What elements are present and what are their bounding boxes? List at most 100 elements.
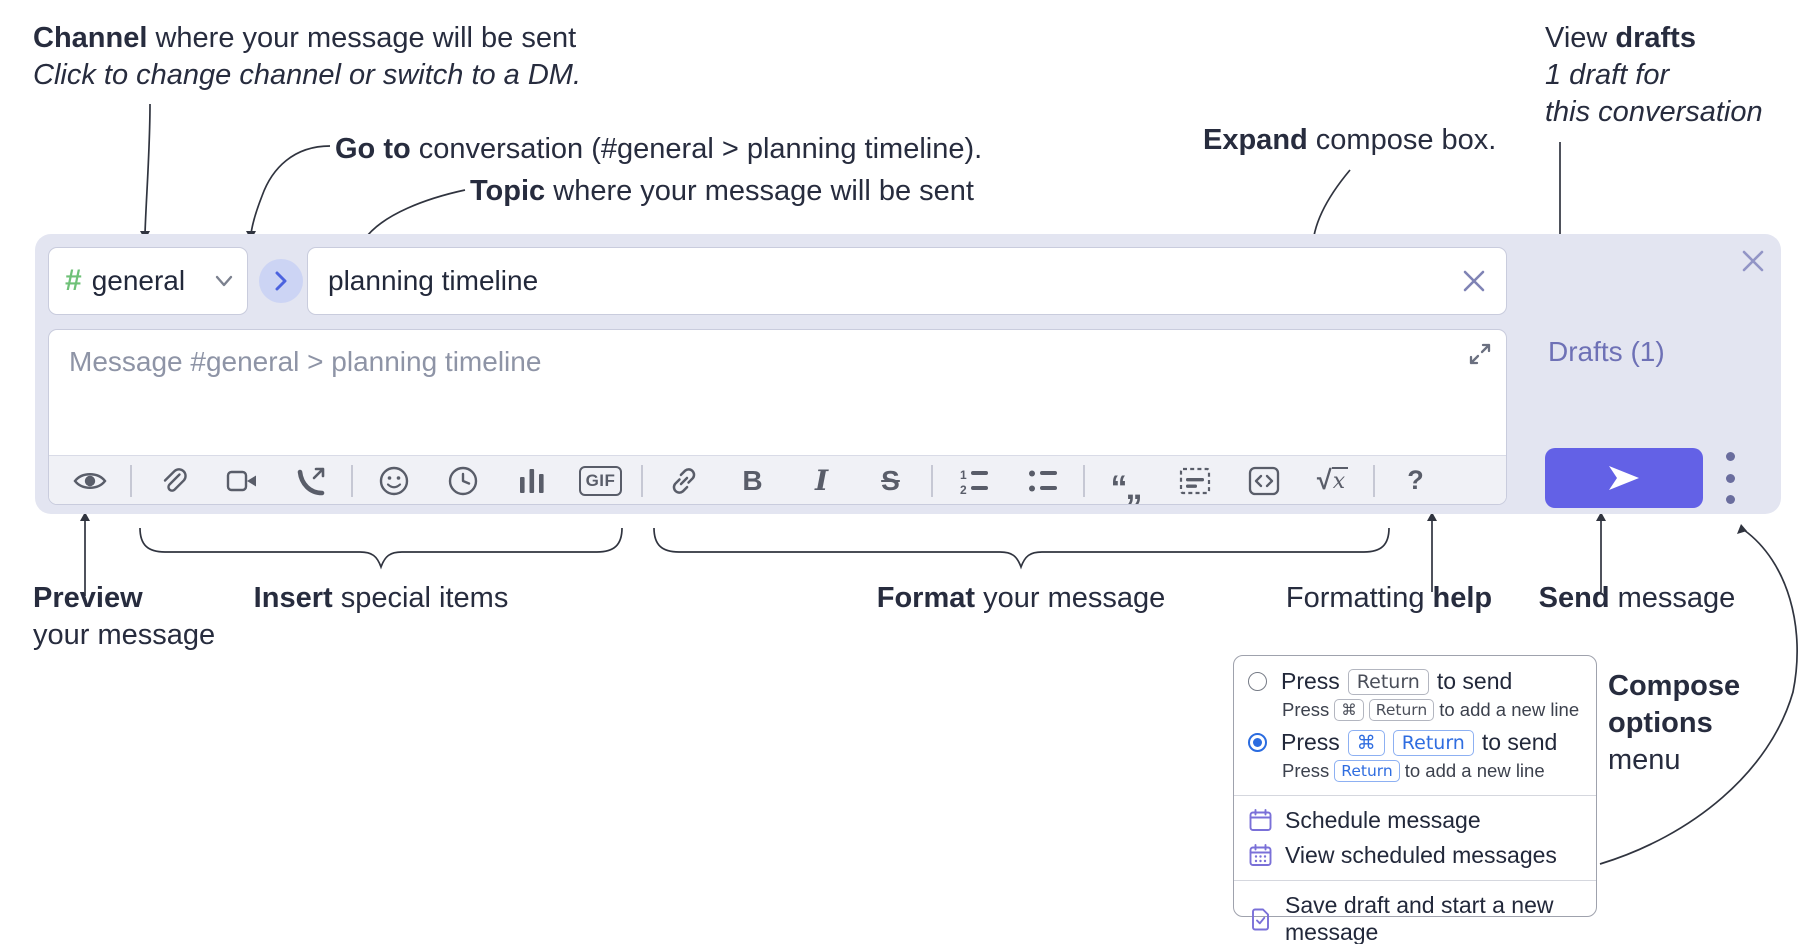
compose-toolbar: GIF B I S [49, 455, 1506, 505]
toolbar-divider [1367, 459, 1381, 503]
send-option-cmd-enter-hint: Press Return to add a new line [1282, 760, 1545, 782]
channel-selector[interactable]: # general [48, 247, 248, 315]
code-icon [1248, 466, 1279, 495]
view-scheduled-messages-item[interactable]: View scheduled messages [1234, 838, 1596, 873]
toolbar-divider [925, 459, 939, 503]
math-icon: √ [1316, 465, 1332, 495]
key-cmd: ⌘ [1334, 699, 1364, 721]
clock-icon [448, 466, 477, 495]
topic-input[interactable] [328, 248, 1448, 314]
format-brace [653, 527, 1390, 570]
menu-divider [1234, 880, 1596, 881]
preview-button[interactable] [55, 459, 124, 503]
video-camera-icon [226, 470, 256, 491]
numbered-list-button[interactable]: 1 2 [939, 459, 1008, 503]
italic-button[interactable]: I [787, 459, 856, 503]
topic-arrow-line [363, 189, 466, 241]
strikethrough-button[interactable]: S [856, 459, 925, 503]
topic-input-box [307, 247, 1507, 315]
link-button[interactable] [649, 459, 718, 503]
message-input[interactable] [49, 330, 1449, 436]
calendar-dots-icon [1249, 844, 1272, 866]
dot [1725, 495, 1735, 504]
send-annotation: Send message [1538, 582, 1736, 614]
save-draft-icon [1252, 908, 1269, 930]
drafts-link[interactable]: Drafts (1) [1548, 336, 1665, 367]
add-global-time-button[interactable] [428, 459, 497, 503]
compose-options-annotation: Compose options menu [1608, 670, 1741, 776]
compose-options-menu: Press Return to send Press ⌘ Return to a… [1233, 655, 1597, 944]
topic-annotation: Topic where your message will be sent [470, 175, 974, 207]
strikethrough-icon: S [881, 464, 900, 496]
message-compose-area: GIF B I S [48, 329, 1507, 505]
add-gif-button[interactable]: GIF [566, 459, 635, 503]
send-button[interactable] [1545, 448, 1703, 508]
channel-name: general [91, 265, 186, 296]
preview-annotation: Preview your message [33, 582, 216, 651]
bulleted-list-icon [1028, 470, 1057, 491]
spoiler-icon [1179, 467, 1210, 494]
menu-divider [1234, 795, 1596, 796]
attach-file-button[interactable] [138, 459, 207, 503]
key-return: Return [1368, 699, 1435, 721]
expand-annotation: Expand compose box. [1203, 124, 1497, 156]
quote-icon: “„ [1110, 468, 1143, 505]
compose-options-button[interactable] [1716, 452, 1744, 504]
numbered-list-icon: 1 2 [960, 468, 988, 495]
bulleted-list-button[interactable] [1008, 459, 1077, 503]
quote-button[interactable]: “„ [1091, 459, 1160, 505]
link-icon [672, 467, 695, 494]
clear-topic-icon[interactable] [1458, 265, 1490, 297]
goto-annotation: Go to conversation (#general > planning … [335, 133, 983, 165]
message-formatting-help-button[interactable]: ? [1381, 459, 1450, 503]
formatting-help-annotation: Formatting help [1285, 582, 1493, 614]
channel-hash-icon: # [65, 264, 82, 297]
radio-unselected[interactable] [1248, 672, 1267, 691]
bold-button[interactable]: B [718, 459, 787, 503]
help-icon: ? [1407, 465, 1424, 495]
channel-annotation-line2: Click to change channel or switch to a D… [33, 59, 582, 91]
expand-compose-icon[interactable] [1466, 340, 1494, 368]
dot [1725, 473, 1735, 483]
preview-eye-icon [72, 472, 107, 489]
code-button[interactable] [1229, 459, 1298, 503]
emoji-button[interactable] [359, 459, 428, 503]
toolbar-divider [124, 459, 138, 503]
key-return: Return [1334, 760, 1400, 782]
chevron-down-icon [215, 275, 233, 286]
go-to-conversation-button[interactable] [259, 259, 303, 303]
toolbar-divider [635, 459, 649, 503]
toolbar-divider [345, 459, 359, 503]
key-cmd: ⌘ [1347, 729, 1385, 756]
send-option-cmd-enter[interactable]: Press ⌘ Return to send [1234, 727, 1596, 758]
svg-text:1: 1 [960, 468, 967, 482]
smiley-icon [379, 466, 408, 495]
save-draft-item[interactable]: Save draft and start a new message [1234, 888, 1596, 944]
audio-call-button[interactable] [276, 459, 345, 503]
gif-icon: GIF [578, 465, 623, 496]
chevron-right-icon [275, 271, 287, 291]
radio-selected[interactable] [1248, 733, 1267, 752]
format-annotation: Format your message [876, 582, 1166, 614]
phone-outgoing-icon [297, 467, 324, 495]
channel-annotation: Channel where your message will be sent … [33, 20, 581, 94]
toolbar-divider [1077, 459, 1091, 503]
math-button[interactable]: √x [1298, 459, 1367, 503]
close-compose-icon[interactable] [1738, 246, 1768, 276]
calendar-icon [1249, 809, 1272, 831]
spoiler-button[interactable] [1160, 459, 1229, 503]
paperclip-icon [163, 467, 187, 492]
dot [1725, 452, 1735, 461]
svg-text:2: 2 [960, 483, 967, 495]
send-option-enter[interactable]: Press Return to send [1234, 666, 1596, 697]
bold-icon: B [742, 464, 763, 496]
channel-annotation-bold: Channel [33, 22, 148, 54]
bar-chart-icon [519, 468, 544, 493]
video-call-button[interactable] [207, 459, 276, 503]
message-input-area [49, 330, 1506, 455]
add-poll-button[interactable] [497, 459, 566, 503]
schedule-message-item[interactable]: Schedule message [1234, 803, 1596, 838]
view-drafts-annotation: View drafts 1 draft for this conversatio… [1545, 22, 1763, 128]
italic-icon: I [814, 464, 829, 497]
